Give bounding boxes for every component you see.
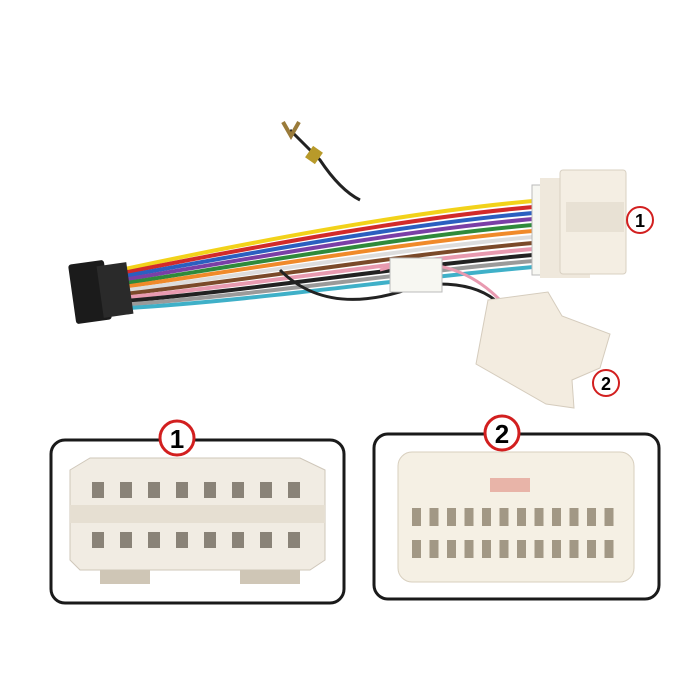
callout-number: 2	[495, 419, 509, 449]
wire	[119, 234, 546, 293]
connector-1	[540, 169, 627, 278]
wire	[119, 198, 546, 272]
pin-slot	[92, 532, 104, 548]
callout-number: 1	[635, 211, 645, 231]
pin-slot	[587, 540, 596, 558]
pin-slot	[204, 532, 216, 548]
pin-slot	[176, 482, 188, 498]
pin-slot	[120, 532, 132, 548]
wire	[119, 216, 546, 283]
pin-slot	[499, 508, 509, 526]
pin-slot	[148, 482, 160, 498]
pin-slot	[412, 508, 421, 526]
wire	[119, 246, 546, 300]
connector-2	[475, 291, 611, 409]
pin-slot	[569, 540, 579, 558]
wire	[119, 204, 546, 276]
pin-slot	[429, 540, 439, 558]
pin-slot	[92, 482, 104, 498]
pin-slot	[232, 482, 244, 498]
wire	[119, 240, 546, 297]
pin-slot	[464, 508, 474, 526]
detail-panel-1: 1	[49, 419, 346, 605]
pin-slot	[464, 540, 474, 558]
pin-slot	[517, 508, 526, 526]
callout-1-top: 1	[626, 206, 654, 234]
pin-slot	[482, 508, 491, 526]
ground-lug	[281, 121, 301, 141]
wire	[119, 252, 546, 304]
wire	[119, 264, 546, 311]
pin-slot	[569, 508, 579, 526]
wire	[119, 228, 546, 290]
callout-2-top: 2	[592, 369, 620, 397]
pin-slot	[429, 508, 439, 526]
pin-slot	[517, 540, 526, 558]
iso-plug	[68, 260, 134, 324]
pin-slot	[176, 532, 188, 548]
pin-slot	[260, 482, 272, 498]
pin-slot	[447, 508, 456, 526]
pin-slot	[552, 508, 561, 526]
pin-slot	[604, 508, 614, 526]
wire	[119, 258, 546, 307]
pin-slot	[120, 482, 132, 498]
callout-number: 2	[601, 374, 611, 394]
wire-label-tag	[389, 257, 443, 293]
pin-slot	[447, 540, 456, 558]
detail-panel-2: 2	[372, 414, 661, 601]
wire-bundle	[119, 198, 546, 311]
wire	[119, 210, 546, 279]
ground-wire	[288, 128, 361, 202]
callout-number: 1	[170, 424, 184, 454]
pin-slot	[288, 532, 300, 548]
pin-slot	[534, 508, 544, 526]
pin-slot	[499, 540, 509, 558]
pin-slot	[232, 532, 244, 548]
pin-slot	[482, 540, 491, 558]
pin-slot	[260, 532, 272, 548]
pin-slot	[288, 482, 300, 498]
pin-slot	[587, 508, 596, 526]
pin-slot	[148, 532, 160, 548]
wire	[119, 222, 546, 286]
pin-slot	[412, 540, 421, 558]
pin-slot	[552, 540, 561, 558]
pin-slot	[604, 540, 614, 558]
lug-crimp	[305, 145, 323, 165]
pin-slot	[204, 482, 216, 498]
pin-slot	[534, 540, 544, 558]
